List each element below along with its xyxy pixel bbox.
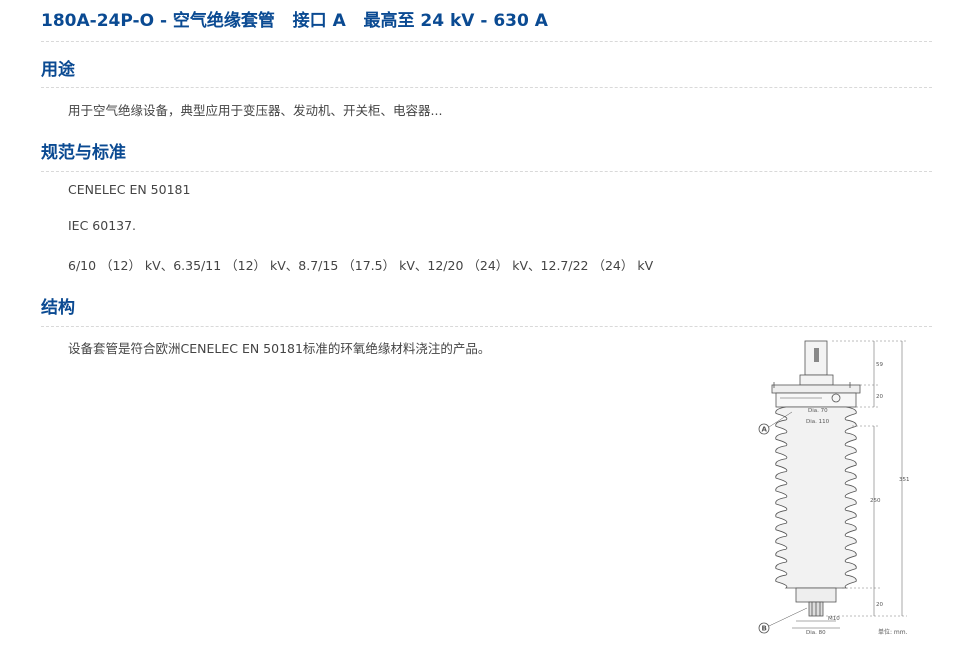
section-heading-structure: 结构: [41, 298, 75, 318]
marker-a: A: [762, 426, 768, 434]
dim-label: Dia. 110: [806, 419, 830, 425]
dim-label: Dia. 70: [808, 408, 828, 414]
marker-b: B: [762, 625, 767, 633]
usage-text: 用于空气绝缘设备，典型应用于变压器、发动机、开关柜、电容器...: [68, 103, 443, 118]
section-heading-standards: 规范与标准: [41, 143, 126, 163]
divider: [41, 41, 932, 42]
unit-label: 单位: mm.: [878, 628, 908, 636]
dim-label: 20: [876, 394, 883, 400]
divider: [41, 171, 932, 172]
dim-label: 250: [870, 498, 881, 504]
dim-label: 351: [899, 477, 910, 483]
standard-item: CENELEC EN 50181: [68, 182, 191, 197]
dim-label: 20: [876, 602, 883, 608]
dim-label: Dia. 80: [806, 630, 826, 636]
section-heading-usage: 用途: [41, 60, 75, 80]
bushing-technical-drawing: 59 20 Dia. 70 Dia. 110 250 351 20 M10 Di…: [758, 340, 910, 636]
standard-item: 6/10 （12） kV、6.35/11 （12） kV、8.7/15 （17.…: [68, 258, 654, 273]
page-title: 180A-24P-O - 空气绝缘套管 接口 A 最高至 24 kV - 630…: [41, 11, 548, 31]
dim-label: 59: [876, 362, 883, 368]
structure-text: 设备套管是符合欧洲CENELEC EN 50181标准的环氧绝缘材料浇注的产品。: [68, 341, 491, 356]
divider: [41, 87, 932, 88]
standard-item: IEC 60137.: [68, 218, 137, 233]
divider: [41, 326, 932, 327]
dim-label: M10: [828, 616, 840, 622]
